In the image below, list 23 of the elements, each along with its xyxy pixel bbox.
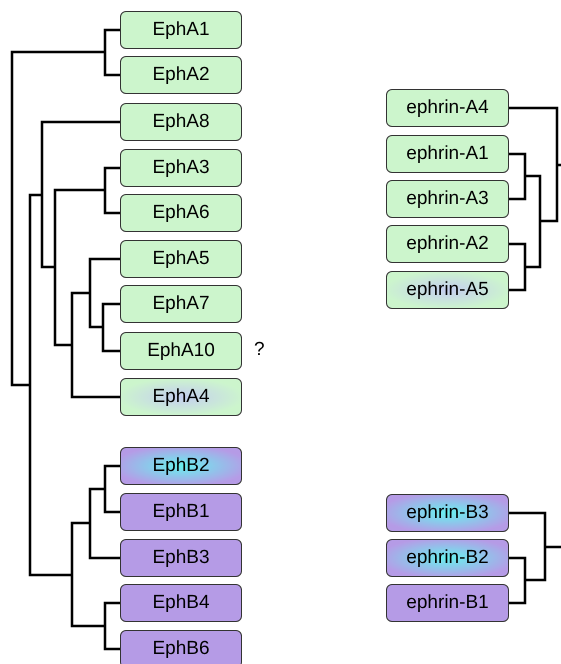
protein-label-box: EphA4 (120, 378, 242, 416)
protein-label-box: ephrin-B2 (386, 539, 509, 577)
protein-label-box: EphA3 (120, 149, 242, 187)
protein-label-box: EphB2 (120, 447, 242, 485)
protein-label-box: ephrin-A1 (386, 135, 509, 173)
protein-label-box: EphA2 (120, 56, 242, 94)
protein-label-box: EphA10 (120, 332, 242, 370)
protein-label-box: EphA8 (120, 103, 242, 141)
protein-label-box: EphA7 (120, 285, 242, 323)
protein-label-box: EphB4 (120, 584, 242, 622)
question-mark-note: ? (254, 339, 265, 361)
protein-label-box: ephrin-B1 (386, 584, 509, 622)
protein-label-box: ephrin-A5 (386, 271, 509, 309)
protein-label-box: EphA1 (120, 11, 242, 49)
protein-label-box: EphA5 (120, 240, 242, 278)
protein-label-box: EphB6 (120, 630, 242, 664)
protein-label-box: EphB1 (120, 493, 242, 531)
protein-label-box: EphA6 (120, 194, 242, 232)
protein-label-box: EphB3 (120, 539, 242, 577)
protein-label-box: ephrin-B3 (386, 494, 509, 532)
protein-label-box: ephrin-A3 (386, 180, 509, 218)
protein-label-box: ephrin-A4 (386, 89, 509, 127)
protein-label-box: ephrin-A2 (386, 225, 509, 263)
